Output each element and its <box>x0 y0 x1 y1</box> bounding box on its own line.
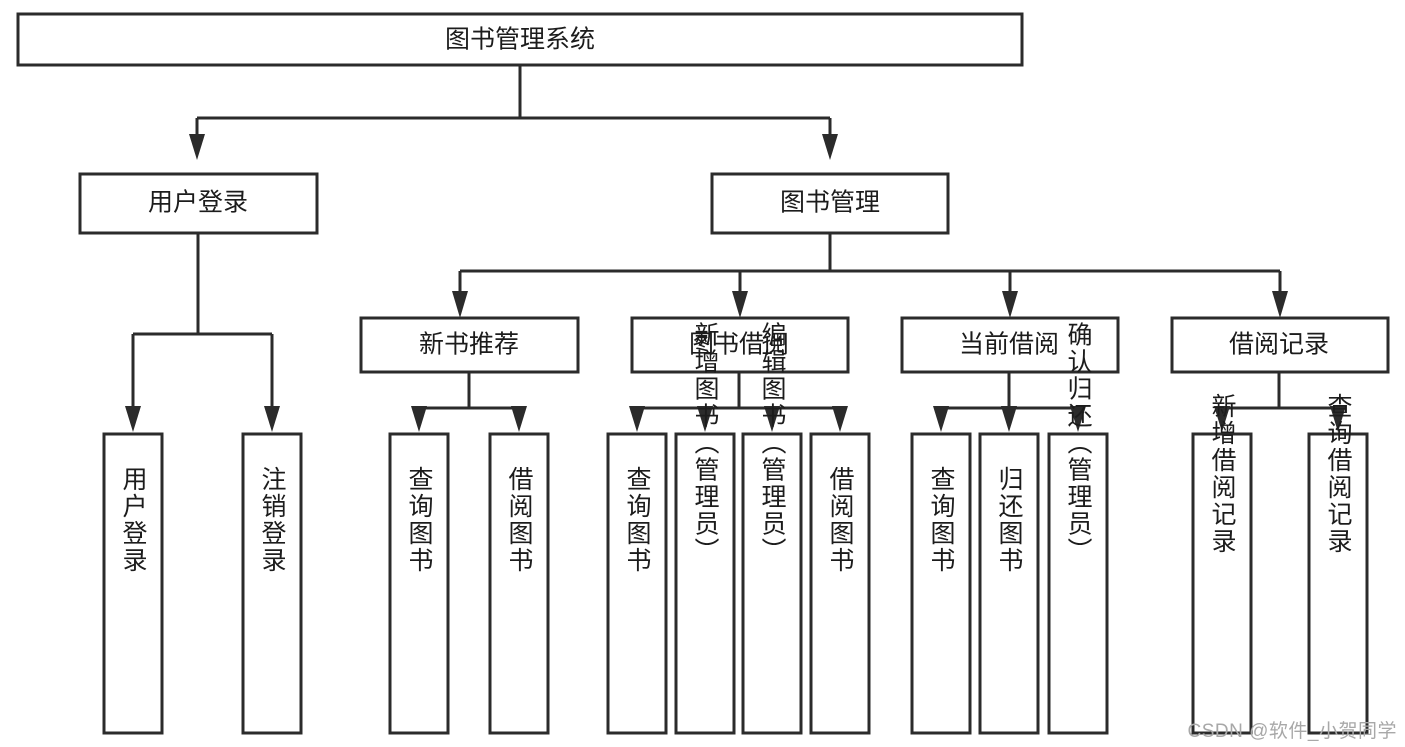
leaf-new-book-0-box[interactable] <box>388 432 450 735</box>
node-root-label: 图书管理系统 <box>445 26 595 54</box>
node-new-book-recommend[interactable]: 新书推荐 <box>359 316 580 374</box>
leaf-current-borrow-0-box[interactable] <box>910 432 972 735</box>
arrow-head-new-book <box>452 291 468 318</box>
leaf-borrow-record-1-label: 查询借阅记录 <box>1324 393 1353 555</box>
leaf-book-borrow-1-box[interactable] <box>674 432 736 735</box>
leaf-current-borrow-0[interactable]: 查询图书 <box>910 432 972 735</box>
leaf-book-borrow-3-box[interactable] <box>809 432 871 735</box>
connector-group-book-borrow <box>629 372 848 432</box>
connector-group-new-book <box>411 372 527 432</box>
arrow-head-borrow-record <box>1272 291 1288 318</box>
leaf-book-borrow-0-label: 查询图书 <box>623 466 652 574</box>
leaf-book-borrow-2[interactable]: 编辑图书（管理员） <box>741 322 803 735</box>
arrow-head-book-borrow-leaf-1 <box>697 406 713 432</box>
node-book-borrow-label: 图书借阅 <box>689 331 789 359</box>
node-current-borrow-label: 当前借阅 <box>959 331 1059 359</box>
leaf-user-login-0-box[interactable] <box>102 432 164 735</box>
arrow-head-book-mgmt <box>822 134 838 160</box>
leaf-current-borrow-1-box[interactable] <box>978 432 1040 735</box>
node-borrow-record-label: 借阅记录 <box>1229 331 1329 359</box>
node-root[interactable]: 图书管理系统 <box>16 12 1024 67</box>
arrow-head-book-borrow-leaf-0 <box>629 406 645 432</box>
arrow-head-current-borrow-leaf-0 <box>933 406 949 432</box>
leaf-book-borrow-0[interactable]: 查询图书 <box>606 432 668 735</box>
arrow-head-book-borrow-leaf-3 <box>832 406 848 432</box>
leaf-new-book-0-label: 查询图书 <box>405 466 434 574</box>
leaf-current-borrow-2[interactable]: 确认归还（管理员） <box>1047 322 1109 735</box>
leaf-borrow-record-1[interactable]: 查询借阅记录 <box>1307 393 1369 735</box>
node-current-borrow[interactable]: 当前借阅 <box>900 316 1120 374</box>
leaf-book-borrow-0-box[interactable] <box>606 432 668 735</box>
arrow-head-new-book-leaf-0 <box>411 406 427 432</box>
leaf-borrow-record-1-box[interactable] <box>1307 432 1369 735</box>
arrow-head-current-borrow <box>1002 291 1018 318</box>
node-borrow-record[interactable]: 借阅记录 <box>1170 316 1390 374</box>
leaf-borrow-record-0-label: 新增借阅记录 <box>1208 393 1237 555</box>
arrow-head-book-borrow-leaf-2 <box>764 406 780 432</box>
leaf-new-book-1-label: 借阅图书 <box>505 466 534 574</box>
leaf-borrow-record-0[interactable]: 新增借阅记录 <box>1191 393 1253 735</box>
leaf-new-book-1[interactable]: 借阅图书 <box>488 432 550 735</box>
connector-group-book-mgmt <box>452 233 1288 318</box>
leaf-user-login-1-label: 注销登录 <box>258 466 287 574</box>
leaf-user-login-1-box[interactable] <box>241 432 303 735</box>
node-new-book-recommend-box[interactable] <box>359 316 580 374</box>
leaf-borrow-record-0-box[interactable] <box>1191 432 1253 735</box>
leaf-new-book-1-box[interactable] <box>488 432 550 735</box>
connector-group-user-login <box>125 233 280 432</box>
leaf-current-borrow-0-label: 查询图书 <box>927 466 956 574</box>
arrow-head-user-login <box>189 134 205 160</box>
leaf-book-borrow-1-label: 新增图书（管理员） <box>691 322 720 565</box>
node-current-borrow-box[interactable] <box>900 316 1120 374</box>
node-new-book-recommend-label: 新书推荐 <box>419 331 519 359</box>
arrow-head-new-book-leaf-1 <box>511 406 527 432</box>
leaf-user-login-0[interactable]: 用户登录 <box>102 432 164 735</box>
arrow-head-current-borrow-leaf-2 <box>1070 406 1086 432</box>
node-book-management-box[interactable] <box>710 172 950 235</box>
leaf-new-book-0[interactable]: 查询图书 <box>388 432 450 735</box>
leaf-current-borrow-2-box[interactable] <box>1047 432 1109 735</box>
connector-group-borrow-record <box>1214 372 1346 432</box>
connector-group-current-borrow <box>933 372 1086 432</box>
leaf-user-login-1[interactable]: 注销登录 <box>241 432 303 735</box>
leaf-book-borrow-3-label: 借阅图书 <box>826 466 855 574</box>
arrow-head-current-borrow-leaf-1 <box>1001 406 1017 432</box>
leaf-book-borrow-1[interactable]: 新增图书（管理员） <box>674 322 736 735</box>
node-book-management-label: 图书管理 <box>780 189 880 217</box>
leaf-current-borrow-1-label: 归还图书 <box>995 466 1024 574</box>
connector-group-root <box>189 65 838 160</box>
node-borrow-record-box[interactable] <box>1170 316 1390 374</box>
leaf-current-borrow-2-label: 确认归还（管理员） <box>1064 322 1093 565</box>
arrow-head-user-login-leaf-1 <box>264 406 280 432</box>
leaf-book-borrow-3[interactable]: 借阅图书 <box>809 432 871 735</box>
node-book-borrow[interactable]: 图书借阅 <box>630 316 850 374</box>
leaf-user-login-0-label: 用户登录 <box>119 466 148 574</box>
arrow-head-book-borrow <box>732 291 748 318</box>
node-root-box[interactable] <box>16 12 1024 67</box>
arrow-head-borrow-record-leaf-1 <box>1330 406 1346 432</box>
node-book-borrow-box[interactable] <box>630 316 850 374</box>
node-user-login-box[interactable] <box>78 172 319 235</box>
arrow-head-user-login-leaf-0 <box>125 406 141 432</box>
node-user-login-label: 用户登录 <box>148 189 248 217</box>
arrow-head-borrow-record-leaf-0 <box>1214 406 1230 432</box>
leaf-current-borrow-1[interactable]: 归还图书 <box>978 432 1040 735</box>
node-user-login[interactable]: 用户登录 <box>78 172 319 235</box>
node-book-management[interactable]: 图书管理 <box>710 172 950 235</box>
leaf-book-borrow-2-label: 编辑图书（管理员） <box>758 322 787 565</box>
leaf-book-borrow-2-box[interactable] <box>741 432 803 735</box>
